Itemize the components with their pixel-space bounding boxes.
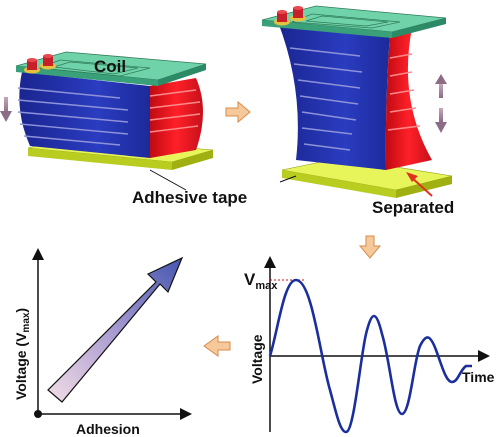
slits-left — [17, 87, 201, 146]
body-red-left — [150, 78, 203, 158]
terminals-right — [274, 6, 306, 26]
separated-arrow-icon — [406, 172, 433, 197]
body-red-right — [385, 28, 432, 170]
step-arrow-down-icon — [358, 235, 382, 259]
adhesion-axis-label: Adhesion — [76, 421, 140, 437]
step-arrow-left-icon — [203, 335, 231, 357]
terminals-left — [24, 54, 56, 74]
origin-dot — [34, 410, 42, 418]
device-separated — [261, 5, 453, 198]
adhesive-tape-label: Adhesive tape — [132, 188, 247, 207]
device-compressed — [0, 51, 214, 170]
body-blue-left — [19, 72, 151, 158]
stretch-arrow-icon — [435, 74, 447, 133]
coil-label: Coil — [94, 57, 126, 76]
voltage-vmax-axis-label: Voltage (Vmax) — [13, 308, 32, 400]
compress-arrow-icon — [0, 97, 12, 122]
body-blue-right — [278, 22, 390, 170]
trend-arrow — [47, 256, 184, 403]
voltage-waveform — [268, 278, 472, 434]
voltage-adhesion-plot: Voltage (Vmax) Adhesion — [13, 248, 192, 437]
voltage-time-plot: Vmax Voltage Time — [244, 256, 495, 434]
time-axis-label: Time — [462, 369, 495, 385]
adhesive-tape-leader — [149, 169, 187, 191]
voltage-axis-label: Voltage — [249, 334, 265, 384]
step-arrow-right-icon — [225, 100, 251, 124]
tape-leader-right — [279, 175, 297, 183]
slits-right — [289, 47, 421, 151]
vmax-label: Vmax — [244, 270, 278, 292]
separated-label: Separated — [372, 198, 454, 217]
